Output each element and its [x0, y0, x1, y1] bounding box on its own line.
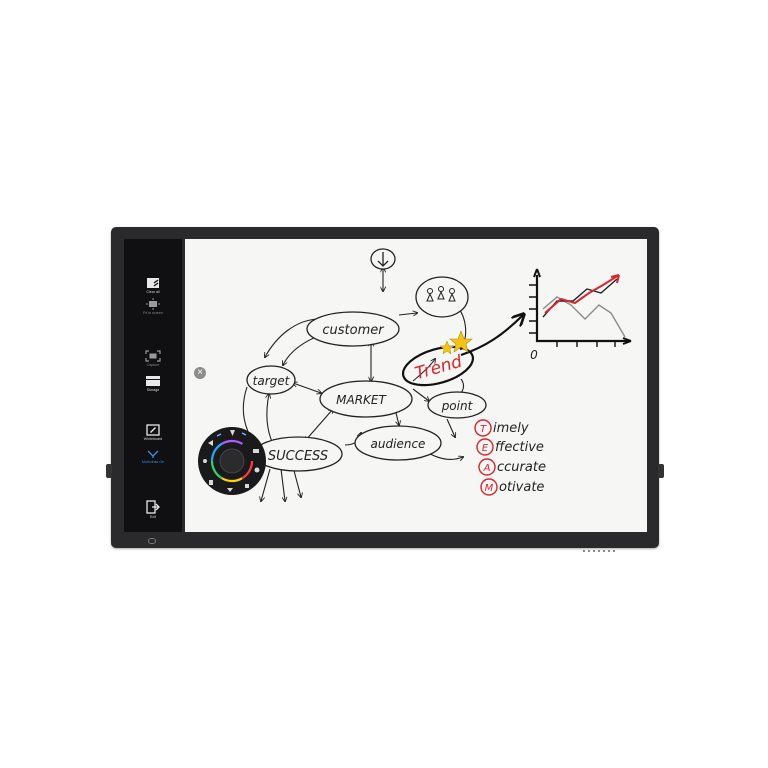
- bezel-indicator-lights: [583, 539, 623, 552]
- arrow-success-down-1: [261, 468, 271, 501]
- chart-x-arrow: [622, 337, 632, 345]
- color-arc-yellow[interactable]: [210, 439, 254, 483]
- label-audience: audience: [371, 437, 426, 451]
- storage-button[interactable]: Storage: [124, 375, 182, 393]
- redo-icon[interactable]: [208, 440, 213, 446]
- chart-line-grey: [542, 296, 626, 338]
- pen-tip-icon[interactable]: [230, 430, 235, 436]
- whiteboard-icon: [146, 424, 160, 436]
- fit-to-screen-icon: [146, 298, 160, 310]
- trend-chart-sketch: 0: [529, 268, 632, 362]
- clear-all-label: Clear all: [146, 290, 160, 294]
- arrow-target-success: [267, 394, 273, 444]
- capture-button[interactable]: Capture: [124, 350, 182, 368]
- fit-to-screen-button[interactable]: Fit to screen: [124, 298, 182, 316]
- tool-sidebar: Clear all Fit to screen Capture Storage …: [124, 239, 182, 532]
- chart-line-red: [544, 274, 620, 314]
- shape-tool-icon[interactable]: [245, 484, 249, 488]
- chart-origin-label: 0: [530, 348, 538, 362]
- highlighter-icon[interactable]: [209, 480, 213, 485]
- clear-all-icon: [147, 278, 159, 288]
- team-letter-a: A: [483, 463, 491, 474]
- pen-color-ring[interactable]: [197, 426, 267, 496]
- pen-ring-highlight: [216, 432, 247, 437]
- node-point: [427, 391, 487, 419]
- people-icon: [426, 286, 456, 302]
- whiteboard-canvas[interactable]: customer target MARKET point audience SU…: [185, 239, 647, 532]
- team-acronym: T imely E ffective A ccurate M otivate: [474, 419, 546, 496]
- exit-button[interactable]: Exit: [124, 500, 182, 520]
- team-circle-e: [476, 438, 494, 456]
- undo-icon[interactable]: [227, 488, 233, 492]
- arrow-point-team: [446, 418, 455, 437]
- fit-to-screen-label: Fit to screen: [143, 311, 163, 315]
- whiteboard-label: Whiteboard: [143, 437, 163, 441]
- down-arrow-icon: [377, 252, 389, 267]
- label-market: MARKET: [336, 393, 387, 407]
- exit-label: Exit: [150, 515, 156, 519]
- arrow-market-success: [305, 409, 333, 441]
- close-button[interactable]: ×: [194, 367, 206, 379]
- arrow-customer-people: [398, 313, 417, 315]
- multi-draw-icon: [147, 450, 159, 458]
- team-circle-a: [478, 458, 496, 476]
- team-circle-t: [474, 419, 492, 437]
- team-circle-m: [480, 478, 498, 496]
- node-market: [319, 380, 413, 418]
- color-arc-red[interactable]: [210, 439, 254, 483]
- color-arc-purple[interactable]: [210, 439, 254, 483]
- eraser-icon[interactable]: [253, 449, 259, 453]
- storage-icon: [146, 376, 160, 386]
- whiteboard-button[interactable]: Whiteboard: [124, 424, 182, 442]
- node-target: [246, 365, 296, 395]
- bezel-side-tab-left: [106, 464, 112, 478]
- arrow-success-down-2: [280, 468, 285, 501]
- team-word-timely: imely: [493, 421, 529, 436]
- storage-label: Storage: [146, 388, 160, 392]
- arrow-market-point: [412, 388, 429, 401]
- team-letter-e: E: [482, 443, 489, 454]
- star-icon-small: [439, 340, 455, 355]
- label-point: point: [441, 399, 474, 413]
- power-button[interactable]: [148, 538, 156, 544]
- bezel-side-tab-right: [658, 464, 664, 478]
- pen-ring-center[interactable]: [219, 448, 245, 474]
- chart-ticks: [529, 284, 616, 347]
- color-arc-green[interactable]: [210, 439, 254, 483]
- brush-size-icon[interactable]: [254, 467, 260, 473]
- team-word-effective: ffective: [495, 440, 544, 455]
- team-letter-m: M: [485, 483, 494, 494]
- chart-line-black: [542, 278, 618, 318]
- team-letter-t: T: [480, 424, 487, 435]
- label-success: SUCCESS: [268, 449, 328, 464]
- sketch-layer: customer target MARKET point audience SU…: [242, 248, 632, 532]
- pen-tool-icons: [203, 430, 260, 492]
- arrow-market-trend: [412, 359, 435, 382]
- color-picker-icon[interactable]: [203, 459, 207, 463]
- capture-label: Capture: [146, 363, 160, 367]
- capture-icon: [145, 350, 161, 362]
- label-trend: Trend: [413, 352, 465, 385]
- multi-draw-label: Multi draw On: [141, 460, 165, 464]
- chart-y-arrow: [533, 268, 541, 278]
- team-word-accurate: ccurate: [497, 460, 546, 475]
- arrow-success-down-3: [292, 466, 301, 497]
- star-icon-large: [449, 330, 473, 353]
- multi-draw-toggle[interactable]: Multi draw On: [124, 449, 182, 465]
- label-target: target: [253, 374, 291, 388]
- node-customer: [306, 311, 400, 347]
- arrow-trend-chart: [460, 315, 523, 357]
- arrow-target-market: [293, 383, 321, 393]
- node-trend: [401, 345, 475, 387]
- node-people: [415, 276, 469, 318]
- node-audience: [354, 425, 442, 461]
- label-customer: customer: [322, 323, 385, 338]
- team-word-motivate: otivate: [499, 480, 544, 495]
- clear-all-button[interactable]: Clear all: [124, 277, 182, 295]
- exit-icon: [146, 500, 160, 514]
- chart-red-arrow: [610, 274, 620, 284]
